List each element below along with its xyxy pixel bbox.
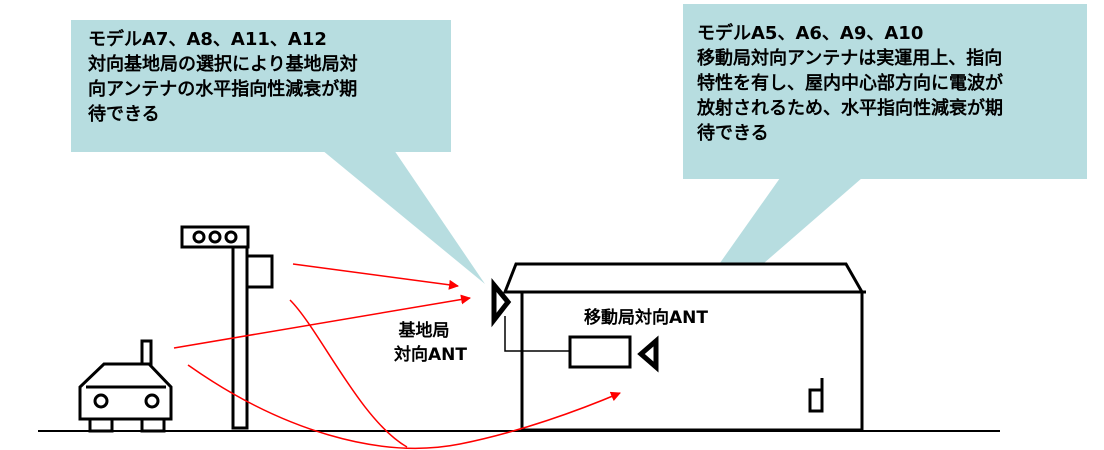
traffic-light-icon <box>180 225 274 430</box>
repeater-unit <box>568 335 659 373</box>
callout-left <box>71 20 485 284</box>
radio-wave-arrows <box>173 263 621 449</box>
arrow-signal-to-antenna <box>292 263 459 290</box>
car-icon <box>78 339 173 433</box>
car-headlight-left <box>93 393 109 409</box>
base-station-ant-label-line-2: 対向ANT <box>394 345 467 365</box>
arrow-car-to-house <box>187 364 621 449</box>
mobile-antenna-icon <box>637 335 659 373</box>
callout-right-line-5: 待できる <box>697 123 769 144</box>
callout-left-box <box>71 20 451 152</box>
base-station-antenna <box>491 278 572 352</box>
base-station-ant-label: 基地局 対向ANT <box>394 319 467 367</box>
repeater-box <box>568 335 632 369</box>
arrow-curve-from-signal <box>289 299 408 448</box>
signal-box <box>245 254 274 289</box>
base-station-ant-label-line-1: 基地局 <box>398 321 450 341</box>
callout-left-pointer <box>322 150 485 284</box>
mobile-station-ant-label: 移動局対向ANT <box>584 308 708 328</box>
house-icon <box>502 262 866 432</box>
car-body <box>78 362 173 421</box>
callout-right-line-3: 特性を有し、屋内中心部方向に電波が <box>697 73 1003 94</box>
callout-left-line-1: モデルA7、A8、A11、A12 <box>88 29 327 50</box>
callout-left-line-4: 待できる <box>88 104 160 125</box>
signal-lamp-2 <box>208 230 222 244</box>
base-antenna-icon <box>491 278 512 328</box>
callout-left-line-3: 向アンテナの水平指向性減衰が期 <box>88 79 358 100</box>
callout-left-line-2: 対向基地局の選択により基地局対 <box>88 54 358 75</box>
car-headlight-right <box>144 393 160 409</box>
door-handle <box>808 378 824 413</box>
arrow-car-to-antenna <box>173 294 471 349</box>
callout-right-line-2: 移動局対向アンテナは実運用上、指向 <box>697 48 1003 69</box>
callout-left-text: モデルA7、A8、A11、A12 対向基地局の選択により基地局対 向アンテナの水… <box>88 27 388 127</box>
signal-lamp-3 <box>224 230 238 244</box>
callout-right-line-1: モデルA5、A6、A9、A10 <box>697 23 924 44</box>
callout-right-box <box>683 4 1087 179</box>
antenna-cable <box>504 316 572 352</box>
house-roof <box>502 262 865 294</box>
callout-right-line-4: 放射されるため、水平指向性減衰が期 <box>697 98 1003 119</box>
callout-right-text: モデルA5、A6、A9、A10 移動局対向アンテナは実運用上、指向 特性を有し、… <box>697 21 1087 146</box>
signal-lamp-1 <box>192 230 206 244</box>
